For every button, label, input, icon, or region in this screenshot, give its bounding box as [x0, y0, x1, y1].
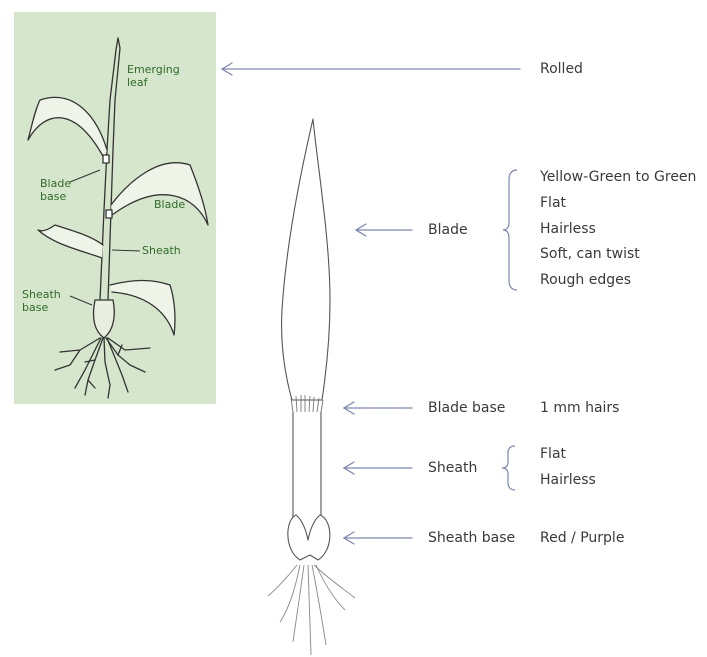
inset-label-blade-base: Blade base [40, 177, 71, 203]
blade-base-arrow [344, 402, 412, 414]
sheath-base-arrow [344, 532, 412, 544]
sheath-base-trait: Red / Purple [540, 530, 624, 546]
sheath-arrow [344, 462, 412, 474]
blade-shape [282, 119, 330, 400]
inset-label-sheath-base: Sheath base [22, 288, 61, 314]
blade-arrow [356, 224, 412, 236]
rolled-label: Rolled [540, 61, 583, 77]
roots [268, 565, 355, 655]
blade-traits-bracket [503, 170, 517, 290]
sheath-shape [293, 412, 321, 518]
grass-diagram [268, 119, 355, 655]
rolled-arrow [222, 63, 520, 75]
inset-label-blade: Blade [154, 198, 185, 211]
blade-trait: Flat [540, 195, 566, 211]
sheath-trait: Flat [540, 446, 566, 462]
blade-trait: Rough edges [540, 272, 631, 288]
sheath-base-shape [288, 515, 330, 560]
brackets [502, 170, 517, 490]
sheath-traits-bracket [502, 446, 515, 490]
blade-base-label: Blade base [428, 400, 505, 416]
sheath-base-label: Sheath base [428, 530, 515, 546]
inset-label-sheath: Sheath [142, 244, 181, 257]
blade-trait: Yellow-Green to Green [540, 169, 696, 185]
inset-label-emerging-leaf: Emerging leaf [127, 63, 180, 89]
blade-trait: Hairless [540, 221, 596, 237]
blade-trait: Soft, can twist [540, 246, 640, 262]
blade-base-trait: 1 mm hairs [540, 400, 619, 416]
blade-label: Blade [428, 222, 468, 238]
sheath-label: Sheath [428, 460, 477, 476]
inset-plant-drawing [28, 38, 208, 398]
sheath-trait: Hairless [540, 472, 596, 488]
